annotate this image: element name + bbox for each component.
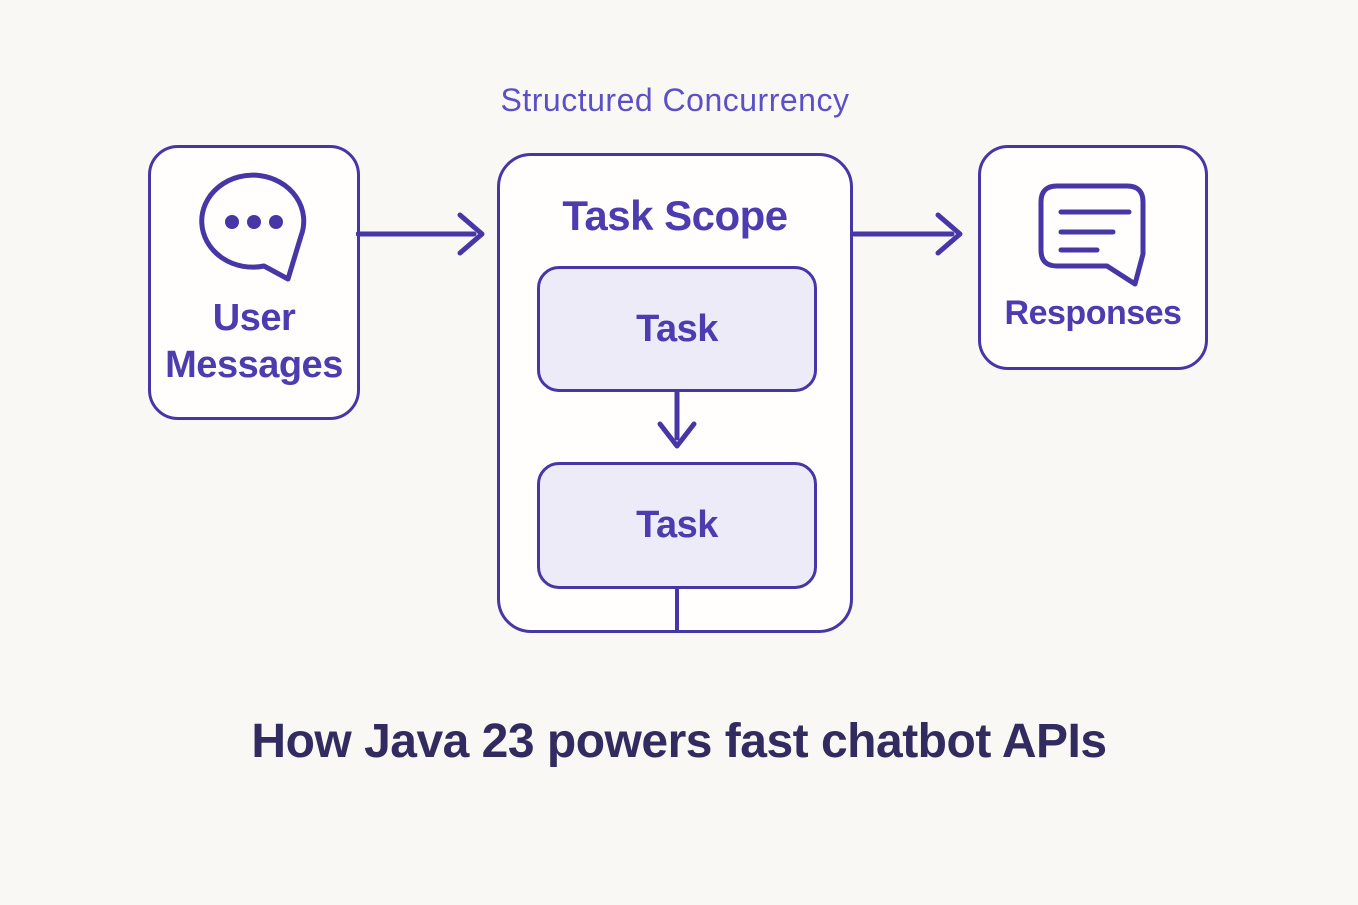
task-node-1: Task <box>537 266 817 392</box>
flow-arrow-down-icon <box>657 392 697 449</box>
responses-node: Responses <box>978 145 1208 370</box>
chat-bubble-dots-icon <box>199 172 307 282</box>
responses-label: Responses <box>1004 294 1182 332</box>
task-scope-node: Task Scope Task Task <box>497 153 853 633</box>
dot-icon <box>225 215 239 229</box>
user-messages-label: User Messages <box>165 297 343 386</box>
flow-arrow-right-icon <box>852 212 963 256</box>
task-scope-label: Task Scope <box>562 192 788 239</box>
dot-icon <box>247 215 261 229</box>
headline: How Java 23 powers fast chatbot APIs <box>251 715 1107 768</box>
task-label-2: Task <box>636 504 718 546</box>
flow-arrow-right-icon <box>356 212 485 256</box>
chat-bubble-lines-icon <box>1038 183 1146 287</box>
task-label-1: Task <box>636 307 718 350</box>
dot-icon <box>269 215 283 229</box>
connector-line <box>675 586 679 630</box>
user-messages-node: User Messages <box>148 145 360 420</box>
diagram-title: Structured Concurrency <box>500 82 850 118</box>
task-node-2: Task <box>537 462 817 589</box>
